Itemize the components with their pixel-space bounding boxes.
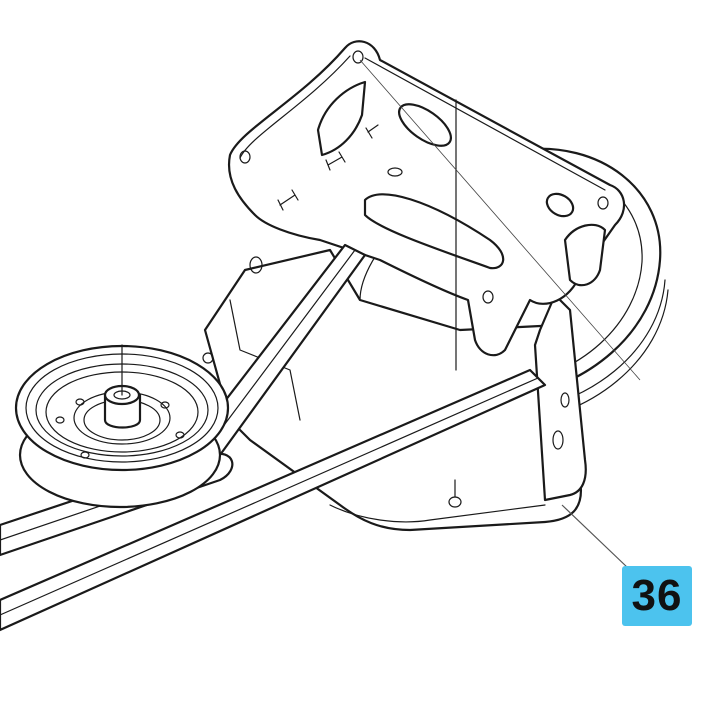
front-idler-pulley [14, 344, 230, 509]
axis-line-2 [359, 59, 641, 381]
callout-number: 36 [631, 571, 683, 620]
callout-label-36: 36 [622, 566, 692, 626]
idler-arm-bracket [227, 40, 626, 357]
callout-leader-line [561, 504, 629, 569]
side-bracket [533, 293, 587, 502]
